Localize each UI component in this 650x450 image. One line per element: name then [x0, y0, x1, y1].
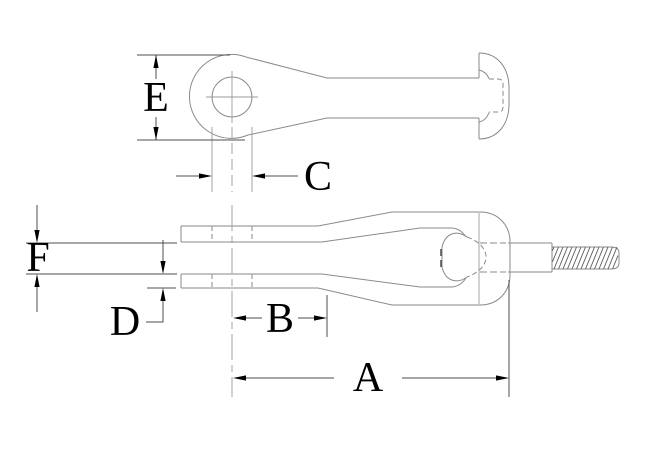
e-arrow-down — [153, 127, 159, 140]
inner-bottom-line — [321, 273, 467, 288]
f-arrow-down — [34, 230, 40, 243]
hatch-line — [558, 246, 568, 270]
dimension-B: B — [233, 295, 328, 342]
hatch-line — [552, 246, 559, 262]
hatch-line — [576, 246, 586, 270]
a-arrow-left — [233, 375, 246, 381]
prong-hole-hidden-lines — [211, 226, 253, 288]
hatch-line — [598, 246, 609, 270]
dim-label-f: F — [26, 235, 49, 281]
c-arrow-left — [252, 173, 265, 179]
lower-taper-line — [247, 117, 479, 136]
cap-inner-corner-arcs — [478, 69, 490, 123]
side-view — [188, 52, 510, 192]
dim-label-c: C — [304, 154, 332, 200]
hatch-line — [607, 246, 618, 270]
hatch-line — [552, 246, 555, 251]
dimension-F: F — [26, 205, 177, 312]
cable-bore-hidden-lines — [480, 242, 506, 273]
hatch-line — [571, 246, 582, 270]
cap-outer-outline — [478, 52, 510, 140]
d-arrow-up — [160, 288, 166, 301]
dimension-A: A — [233, 280, 510, 401]
b-arrow-right — [314, 315, 327, 321]
hatch-line — [585, 246, 595, 270]
hatch-line — [553, 246, 564, 270]
wire-rope-hatch — [552, 246, 619, 270]
b-arrow-left — [233, 315, 246, 321]
hatch-line — [567, 246, 577, 270]
hatch-line — [562, 246, 573, 270]
dimension-D: D — [110, 240, 176, 345]
dimension-E: E — [137, 54, 245, 141]
socket-mouth-hidden-arc — [466, 236, 487, 278]
cap-hidden-socket — [489, 78, 504, 113]
top-prong — [180, 225, 322, 243]
dimension-C: C — [176, 154, 332, 200]
a-arrow-right — [496, 375, 509, 381]
upper-taper-line — [245, 56, 479, 79]
hatch-line — [603, 246, 613, 270]
socket-mouth-outline — [441, 232, 468, 282]
eye-outline — [188, 53, 249, 139]
hatch-line — [589, 246, 600, 270]
c-arrow-right — [199, 173, 212, 179]
hatch-line — [612, 255, 619, 270]
dim-label-d: D — [110, 299, 140, 345]
d-leader — [146, 299, 164, 323]
dim-label-b: B — [266, 296, 294, 342]
wire-rope-outline — [552, 246, 620, 270]
dim-label-e: E — [143, 75, 169, 121]
body-outer-outline — [317, 211, 511, 306]
plan-view — [180, 205, 620, 397]
hatch-line — [594, 246, 604, 270]
d-arrow-down — [160, 261, 166, 274]
shank-stub — [508, 242, 553, 273]
f-arrow-up — [34, 274, 40, 287]
e-arrow-up — [153, 55, 159, 68]
hatch-line — [580, 246, 591, 270]
dim-label-a: A — [353, 355, 384, 401]
